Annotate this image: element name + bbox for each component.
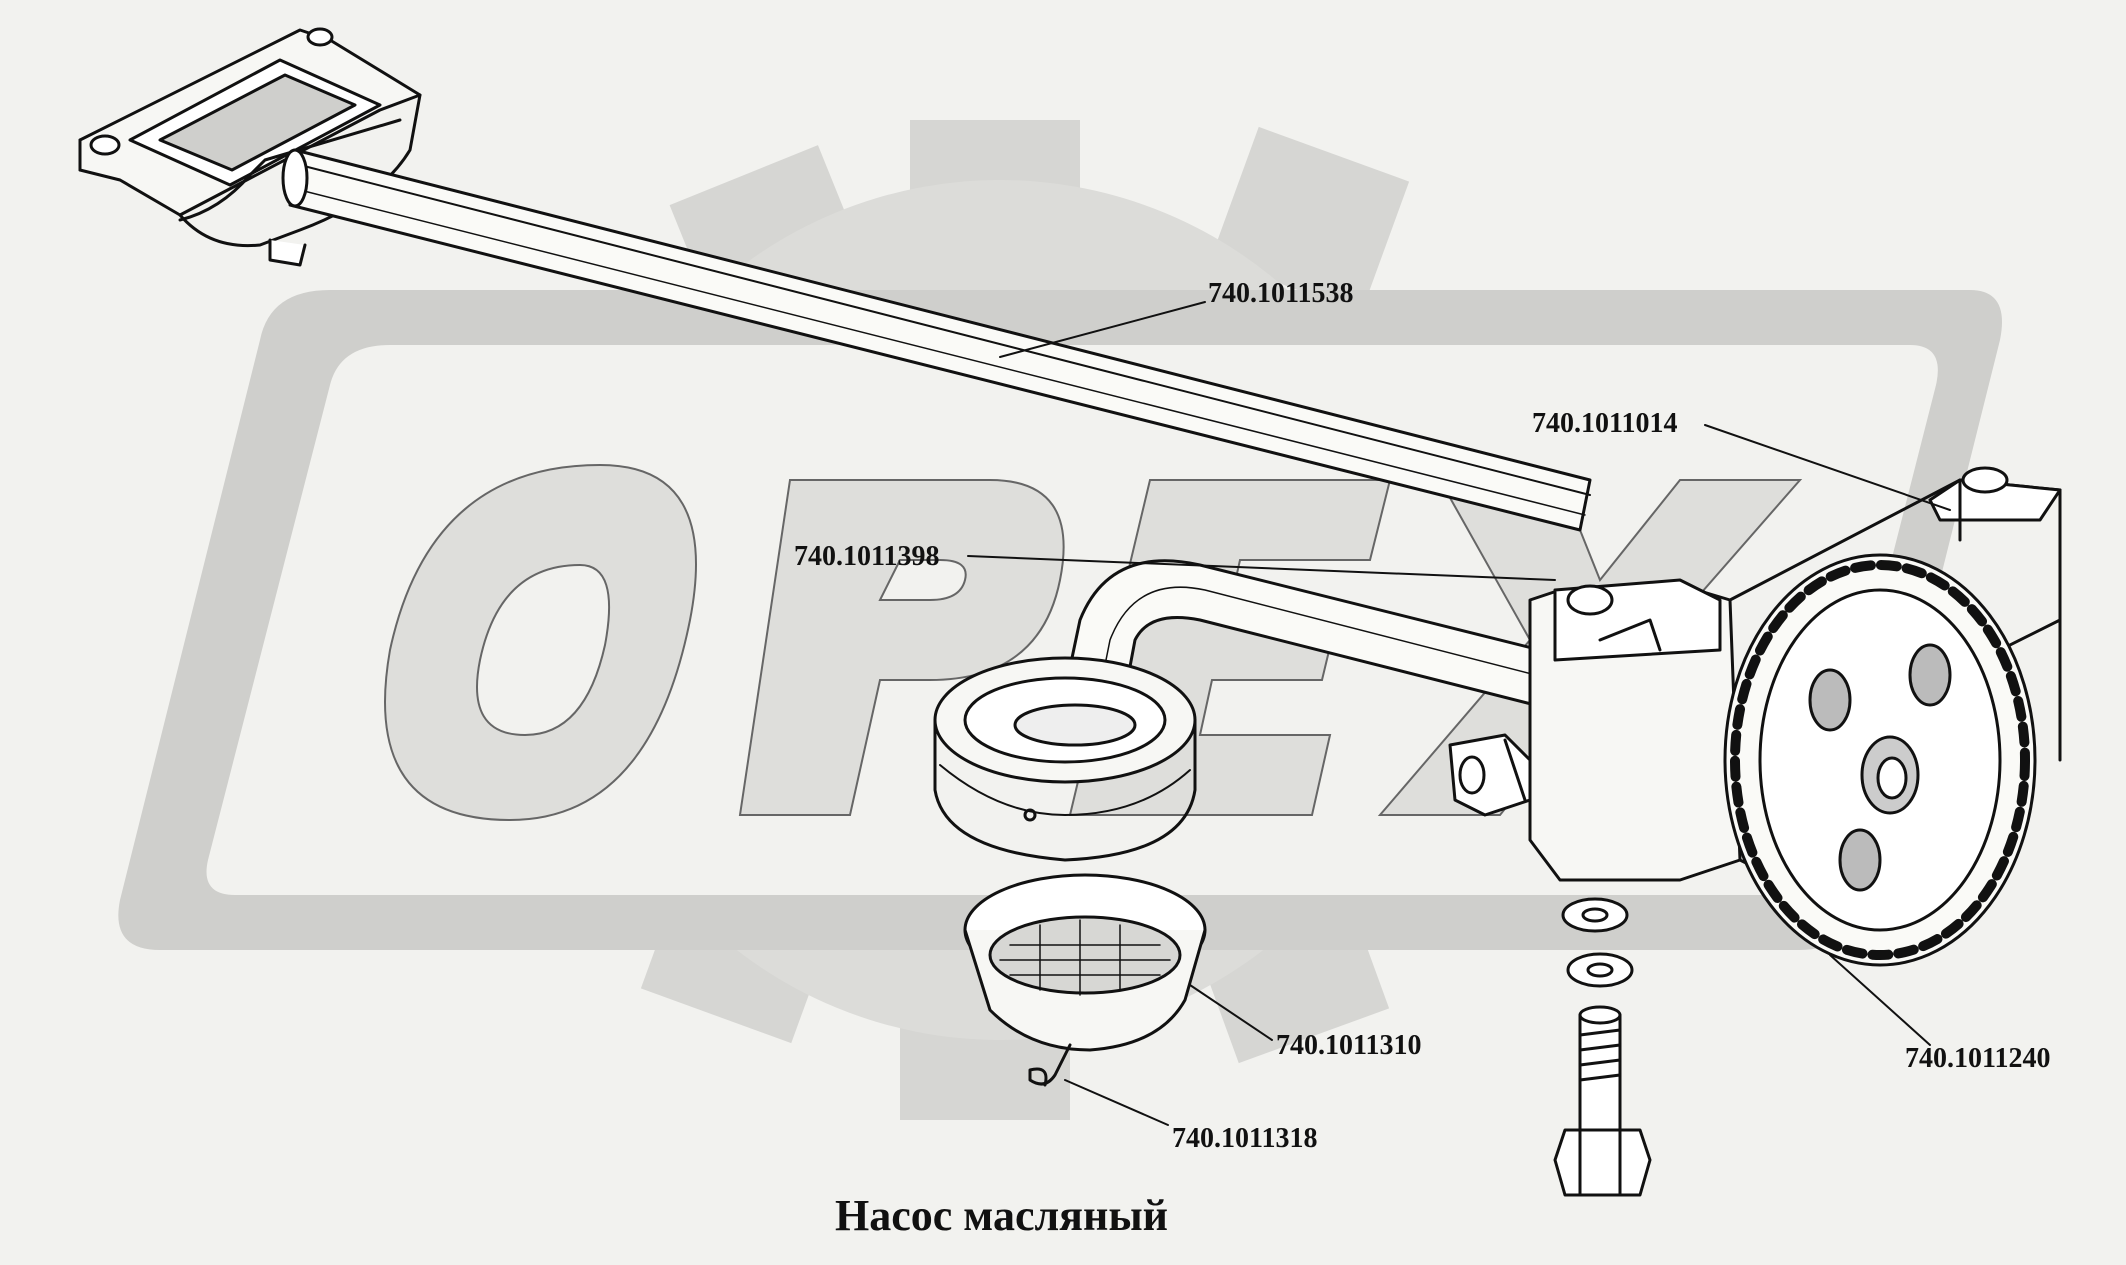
leader-strainer [1189, 984, 1273, 1041]
figure-caption-text: Насос масляный [835, 1191, 1169, 1240]
strainer-housing [933, 656, 1197, 862]
leader-housing [1704, 424, 1951, 511]
intake-tube [1058, 559, 1562, 722]
callout-pipe: 740.1011538 [1208, 278, 1354, 309]
callout-strainer: 740.1011310 [1276, 1030, 1422, 1061]
leader-pipe [999, 301, 1206, 358]
strainer-cup [963, 873, 1207, 1052]
leader-intake [967, 555, 1556, 581]
washers [1561, 897, 1634, 988]
long-pipe [281, 148, 1592, 532]
pipe-flange [78, 27, 422, 267]
leader-lines [967, 301, 1951, 1126]
callout-drive-gear: 740.1011240 [1905, 1043, 2051, 1074]
leader-gear [1829, 954, 1931, 1046]
leader-clip [1064, 1079, 1169, 1126]
bolt [1553, 1005, 1652, 1197]
callout-pump-housing: 740.1011014 [1532, 408, 1678, 439]
callout-intake-tube: 740.1011398 [794, 541, 940, 572]
callout-spring-clip: 740.1011318 [1172, 1123, 1318, 1154]
drive-gear [1723, 553, 2037, 967]
spring-clip [1028, 1043, 1072, 1087]
valve-nut [1448, 733, 1532, 817]
oil-pump-drawing [78, 27, 2062, 1197]
pump-body [1528, 466, 2062, 882]
